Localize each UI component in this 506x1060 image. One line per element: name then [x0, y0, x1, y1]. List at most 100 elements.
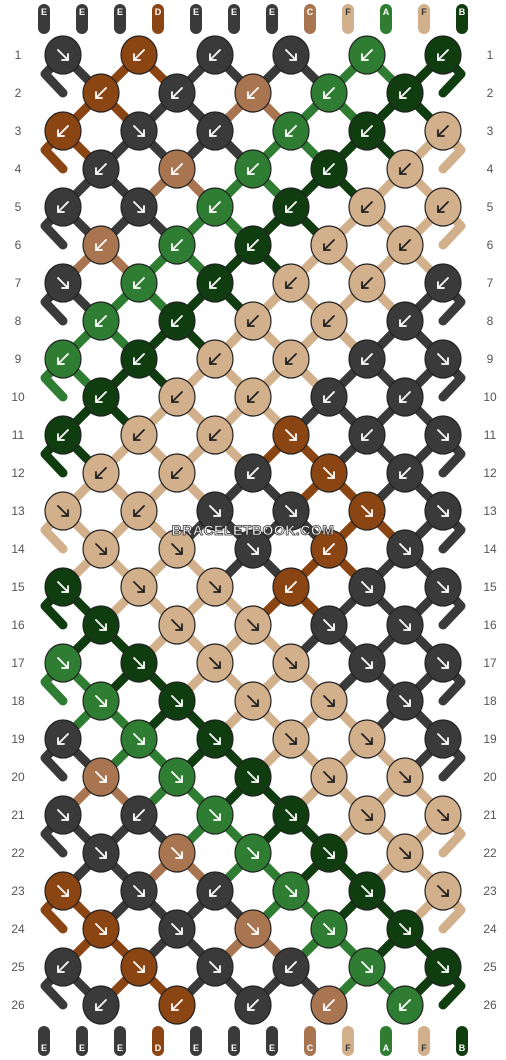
knot	[120, 643, 158, 683]
knot	[310, 605, 348, 645]
knot	[196, 35, 234, 75]
string-end-top	[190, 4, 202, 34]
arrow-down-left-icon	[399, 315, 411, 327]
knot	[234, 225, 272, 265]
row-label-left: 4	[15, 162, 22, 176]
knot	[234, 149, 272, 189]
arrow-down-right-icon	[95, 847, 107, 859]
arrow-down-left-icon	[323, 543, 335, 555]
knot	[44, 567, 82, 607]
knot	[44, 947, 82, 987]
arrow-down-right-icon	[437, 733, 449, 745]
row-label-left: 22	[11, 846, 25, 860]
row-label-right: 25	[483, 960, 497, 974]
knot	[310, 757, 348, 797]
arrow-down-left-icon	[209, 49, 221, 61]
string-label: D	[155, 7, 162, 17]
knot	[348, 871, 386, 911]
arrow-down-left-icon	[209, 201, 221, 213]
string-end-bottom	[266, 1026, 278, 1056]
arrow-down-left-icon	[437, 125, 449, 137]
knot	[234, 529, 272, 569]
row-label-right: 18	[483, 694, 497, 708]
watermark-text: BRACELETBOOK.COM	[172, 522, 335, 538]
knot	[424, 567, 462, 607]
string-label: E	[117, 1043, 123, 1053]
knot	[44, 643, 82, 683]
row-label-left: 2	[15, 86, 22, 100]
string-end-top	[380, 4, 392, 34]
knot	[234, 757, 272, 797]
arrow-down-left-icon	[57, 429, 69, 441]
knot	[82, 301, 120, 341]
knot	[196, 567, 234, 607]
arrow-down-left-icon	[57, 961, 69, 973]
arrow-down-right-icon	[323, 695, 335, 707]
knot	[44, 795, 82, 835]
arrow-down-left-icon	[247, 239, 259, 251]
arrow-down-right-icon	[133, 125, 145, 137]
row-label-right: 3	[487, 124, 494, 138]
row-label-left: 15	[11, 580, 25, 594]
knot	[348, 263, 386, 303]
knot	[424, 719, 462, 759]
knot	[158, 985, 196, 1025]
arrow-down-right-icon	[437, 809, 449, 821]
knot	[386, 985, 424, 1025]
arrow-down-right-icon	[399, 847, 411, 859]
knot	[82, 453, 120, 493]
string-label: A	[383, 7, 390, 17]
arrow-down-right-icon	[171, 619, 183, 631]
knot	[424, 263, 462, 303]
arrow-down-right-icon	[171, 923, 183, 935]
arrow-down-left-icon	[323, 239, 335, 251]
knot	[310, 149, 348, 189]
arrow-down-right-icon	[133, 961, 145, 973]
knot	[386, 833, 424, 873]
knot	[82, 529, 120, 569]
string-end-top	[114, 4, 126, 34]
knot	[158, 73, 196, 113]
string-end-bottom	[456, 1026, 468, 1056]
knot	[424, 415, 462, 455]
string-end-top	[152, 4, 164, 34]
row-label-right: 24	[483, 922, 497, 936]
row-label-right: 5	[487, 200, 494, 214]
arrow-down-right-icon	[437, 505, 449, 517]
knot	[272, 795, 310, 835]
knot	[120, 339, 158, 379]
row-label-left: 9	[15, 352, 22, 366]
arrow-down-left-icon	[57, 733, 69, 745]
knot	[310, 225, 348, 265]
arrow-down-left-icon	[323, 87, 335, 99]
knot	[234, 985, 272, 1025]
string-end-bottom	[76, 1026, 88, 1056]
knot	[44, 415, 82, 455]
arrow-down-right-icon	[285, 733, 297, 745]
knot	[120, 415, 158, 455]
row-label-left: 8	[15, 314, 22, 328]
knot	[44, 719, 82, 759]
knot	[158, 681, 196, 721]
arrow-down-right-icon	[171, 695, 183, 707]
knot	[158, 833, 196, 873]
arrow-down-right-icon	[361, 505, 373, 517]
arrow-down-left-icon	[323, 315, 335, 327]
row-label-right: 14	[483, 542, 497, 556]
knot	[424, 111, 462, 151]
knot	[82, 605, 120, 645]
arrow-down-left-icon	[285, 581, 297, 593]
string-label: E	[117, 7, 123, 17]
arrow-down-left-icon	[399, 999, 411, 1011]
string-label: E	[269, 1043, 275, 1053]
string-end-bottom	[380, 1026, 392, 1056]
knot	[158, 301, 196, 341]
arrow-down-right-icon	[95, 923, 107, 935]
knot	[386, 73, 424, 113]
arrow-down-left-icon	[285, 125, 297, 137]
knot	[158, 453, 196, 493]
arrow-down-left-icon	[361, 353, 373, 365]
